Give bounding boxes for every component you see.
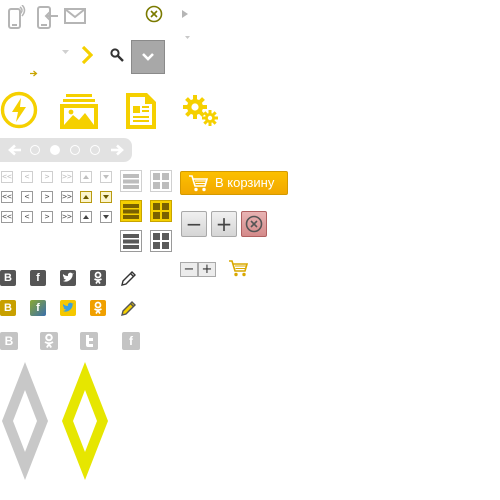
chevron-right-icon[interactable] [81,46,93,64]
prev-page-button[interactable]: < [21,191,33,203]
phone-login-icon[interactable] [37,5,59,29]
arrow-left-icon[interactable] [8,144,22,156]
carousel-dot[interactable] [70,145,80,155]
arrow-right-icon[interactable] [110,144,124,156]
first-page-button[interactable]: << [1,191,13,203]
prev-page-button[interactable]: < [21,211,33,223]
gears-icon[interactable] [183,95,219,127]
grid-view-button[interactable] [150,200,172,222]
vk-icon[interactable]: В [0,270,16,286]
last-page-button[interactable]: >> [61,171,73,183]
odnoklassniki-icon[interactable] [40,332,58,350]
facebook-icon[interactable]: f [122,332,140,350]
sort-down-button[interactable] [100,211,112,223]
mail-icon[interactable] [64,8,86,24]
cart-icon[interactable] [229,260,249,277]
pencil-icon[interactable] [120,299,138,317]
odnoklassniki-icon[interactable] [90,300,106,316]
twitter-icon[interactable] [60,300,76,316]
increment-button[interactable]: + [211,211,237,237]
increment-button[interactable]: + [198,262,216,277]
sort-up-button[interactable] [80,191,92,203]
sort-down-button[interactable] [100,191,112,203]
carousel-dot[interactable] [30,145,40,155]
carousel-dot[interactable] [50,145,60,155]
prev-page-button[interactable]: < [21,171,33,183]
close-circle-icon [245,215,263,233]
reset-button[interactable] [241,211,267,237]
first-page-button[interactable]: << [1,171,13,183]
decrement-button[interactable]: − [180,262,198,277]
next-page-button[interactable]: > [41,171,53,183]
caret-right-icon[interactable] [182,10,188,18]
list-view-button[interactable] [120,200,142,222]
last-page-button[interactable]: >> [61,191,73,203]
sort-up-button[interactable] [80,211,92,223]
arrow-right-icon [30,70,38,77]
flash-icon[interactable] [0,91,38,129]
twitter-icon[interactable] [60,270,76,286]
caret-down-icon [185,36,190,39]
facebook-icon[interactable]: f [30,300,46,316]
search-icon[interactable] [110,48,124,62]
odnoklassniki-icon[interactable] [90,270,106,286]
close-circle-icon[interactable] [145,5,163,23]
dropdown-icon[interactable] [131,40,165,74]
next-page-button[interactable]: > [41,191,53,203]
decrement-button[interactable]: − [181,211,207,237]
carousel-dot[interactable] [90,145,100,155]
grid-view-button[interactable] [150,230,172,252]
carousel-pager [0,138,132,162]
sort-up-button[interactable] [80,171,92,183]
diamond-shape-gray [0,360,50,482]
last-page-button[interactable]: >> [61,211,73,223]
cart-icon [189,175,209,199]
pencil-icon[interactable] [120,269,138,287]
caret-down-icon [62,50,69,54]
gallery-icon[interactable] [60,93,98,129]
vk-icon[interactable]: В [0,332,18,350]
add-to-cart-button[interactable]: В корзину [180,171,288,195]
next-page-button[interactable]: > [41,211,53,223]
facebook-icon[interactable]: f [30,270,46,286]
list-view-button[interactable] [120,230,142,252]
vk-icon[interactable]: В [0,300,16,316]
phone-signal-icon[interactable] [8,5,26,29]
list-view-button[interactable] [120,170,142,192]
add-to-cart-label: В корзину [215,175,275,190]
diamond-shape-yellow [60,360,110,482]
first-page-button[interactable]: << [1,211,13,223]
document-icon[interactable] [126,93,156,129]
grid-view-button[interactable] [150,170,172,192]
twitter-icon[interactable] [80,332,98,350]
sort-down-button[interactable] [100,171,112,183]
